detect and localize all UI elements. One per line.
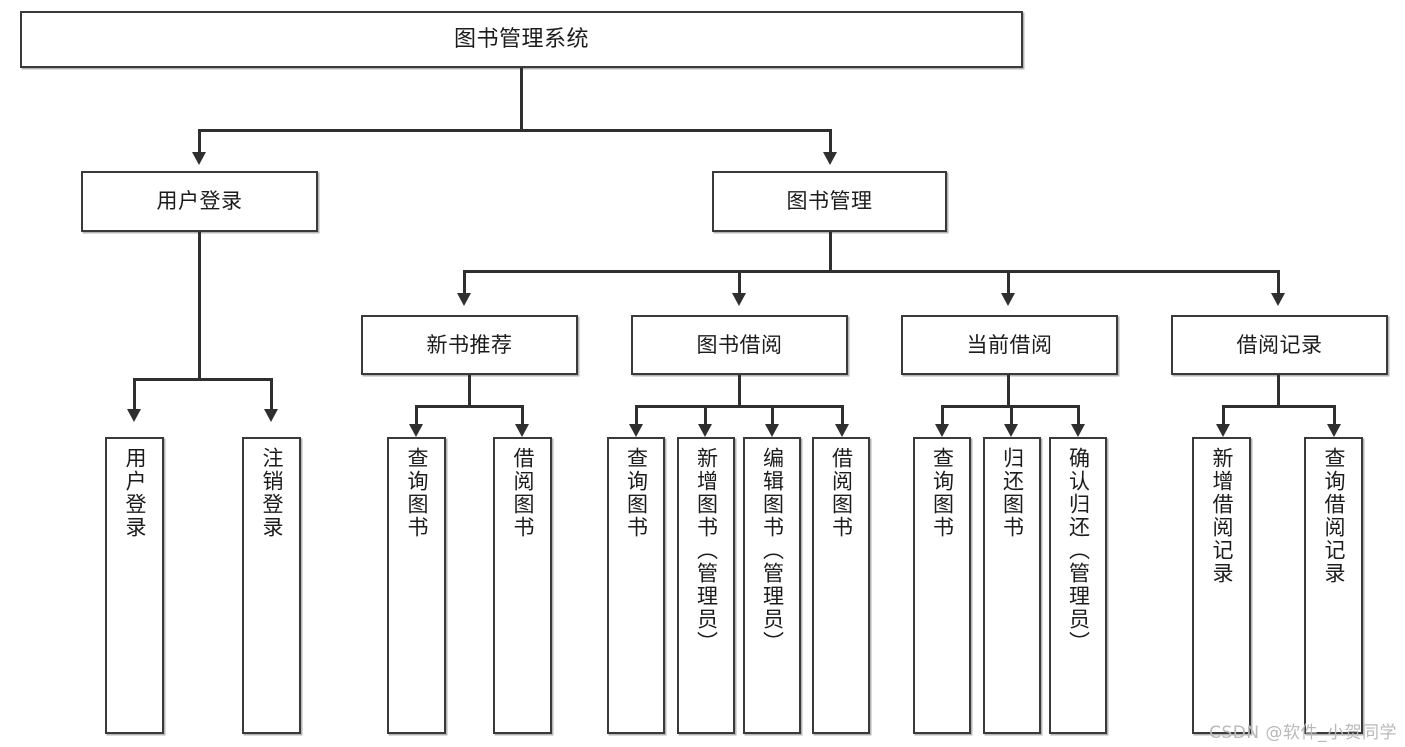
arrow-bm-to-book-borrow [732,293,746,306]
arrow-nb-to-leaf-0 [409,424,423,437]
node-label: 借阅记录 [1236,332,1323,357]
connector-root-bus [198,129,832,132]
arrow-bm-to-current-borrow [1001,293,1015,306]
arrow-br-to-leaf-1 [1327,424,1341,437]
node-current-borrow[interactable]: 当前借阅 [901,315,1118,375]
node-label: 查询借阅记录 [1321,447,1346,585]
node-label: 图书管理 [786,189,873,214]
leaf-book-borrow-edit[interactable]: 编辑图书（管理员） [743,437,801,734]
connector-br-to-leaf-0 [1222,405,1225,427]
connector-bb-to-leaf-1 [704,405,707,427]
connector-bm-to-current-borrow [1007,270,1010,294]
node-new-book-recommend[interactable]: 新书推荐 [361,315,578,375]
node-book-borrow[interactable]: 图书借阅 [631,315,848,375]
arrow-bb-to-leaf-0 [629,424,643,437]
connector-user-login-to-leaf-0 [133,378,136,410]
connector-book-management-stem [829,232,832,272]
connector-borrow-record-bus [1222,405,1335,408]
connector-book-borrow-bus [635,405,843,408]
arrow-nb-to-leaf-1 [515,424,529,437]
node-label: 图书管理系统 [453,26,589,52]
connector-bm-to-book-borrow [738,270,741,294]
node-label: 新增借阅记录 [1209,447,1234,585]
leaf-book-borrow-lend[interactable]: 借阅图书 [812,437,870,734]
connector-borrow-record-stem [1277,375,1280,407]
connector-nb-to-leaf-1 [521,405,524,427]
arrow-root-to-book-management [823,152,837,165]
connector-nb-to-leaf-0 [415,405,418,427]
connector-bb-to-leaf-3 [841,405,844,427]
connector-current-borrow-stem [1007,375,1010,407]
connector-root-to-book-management [829,129,832,153]
connector-new-book-stem [468,375,471,407]
leaf-current-borrow-query[interactable]: 查询图书 [913,437,971,734]
leaf-borrow-record-query[interactable]: 查询借阅记录 [1304,437,1363,734]
node-label: 编辑图书（管理员） [760,447,785,654]
node-label: 查询图书 [404,447,429,539]
connector-cb-to-leaf-0 [941,405,944,427]
node-label: 用户登录 [156,189,243,214]
csdn-watermark: CSDN @软件_小贺同学 [1209,723,1397,743]
node-label: 新书推荐 [426,332,513,357]
connector-cb-to-leaf-2 [1077,405,1080,427]
arrow-cb-to-leaf-0 [935,424,949,437]
connector-bm-to-borrow-record [1277,270,1280,294]
node-label: 当前借阅 [966,332,1053,357]
node-label: 借阅图书 [510,447,535,539]
connector-cb-to-leaf-1 [1010,405,1013,427]
connector-user-login-to-leaf-1 [270,378,273,410]
node-book-management[interactable]: 图书管理 [712,171,947,232]
connector-new-book-bus [415,405,523,408]
arrow-bb-to-leaf-3 [835,424,849,437]
connector-current-borrow-bus [941,405,1078,408]
node-borrow-record[interactable]: 借阅记录 [1171,315,1388,375]
arrow-cb-to-leaf-1 [1004,424,1018,437]
leaf-book-borrow-query[interactable]: 查询图书 [607,437,665,734]
connector-book-borrow-stem [738,375,741,407]
node-label: 查询图书 [624,447,649,539]
node-label: 借阅图书 [829,447,854,539]
arrow-bb-to-leaf-2 [765,424,779,437]
node-label: 查询图书 [930,447,955,539]
node-label: 用户登录 [122,447,147,539]
node-label: 新增图书（管理员） [694,447,719,654]
node-label: 确认归还（管理员） [1066,447,1091,654]
connector-bm-to-new-book [463,270,466,294]
leaf-new-book-borrow[interactable]: 借阅图书 [493,437,552,734]
connector-root-stem [520,68,523,130]
node-book-management-system[interactable]: 图书管理系统 [20,11,1023,68]
leaf-borrow-record-add[interactable]: 新增借阅记录 [1192,437,1251,734]
leaf-book-borrow-add[interactable]: 新增图书（管理员） [677,437,735,734]
connector-root-to-user-login [198,129,201,153]
connector-book-management-bus [463,270,1279,273]
connector-user-login-stem [198,232,201,380]
arrow-user-login-to-leaf-0 [127,409,141,422]
connector-bb-to-leaf-2 [771,405,774,427]
node-label: 归还图书 [1000,447,1025,539]
arrow-user-login-to-leaf-1 [264,409,278,422]
node-user-login[interactable]: 用户登录 [81,171,318,232]
connector-user-login-bus [133,378,271,381]
leaf-new-book-query[interactable]: 查询图书 [387,437,446,734]
connector-br-to-leaf-1 [1333,405,1336,427]
node-label: 图书借阅 [696,332,783,357]
arrow-br-to-leaf-0 [1216,424,1230,437]
leaf-user-login-login[interactable]: 用户登录 [105,437,164,734]
leaf-current-borrow-confirm-return[interactable]: 确认归还（管理员） [1049,437,1107,734]
arrow-bm-to-borrow-record [1271,293,1285,306]
node-label: 注销登录 [259,447,284,539]
connector-bb-to-leaf-0 [635,405,638,427]
leaf-user-login-logout[interactable]: 注销登录 [242,437,301,734]
arrow-cb-to-leaf-2 [1071,424,1085,437]
arrow-root-to-user-login [192,152,206,165]
leaf-current-borrow-return[interactable]: 归还图书 [983,437,1041,734]
arrow-bb-to-leaf-1 [698,424,712,437]
arrow-bm-to-new-book [457,293,471,306]
